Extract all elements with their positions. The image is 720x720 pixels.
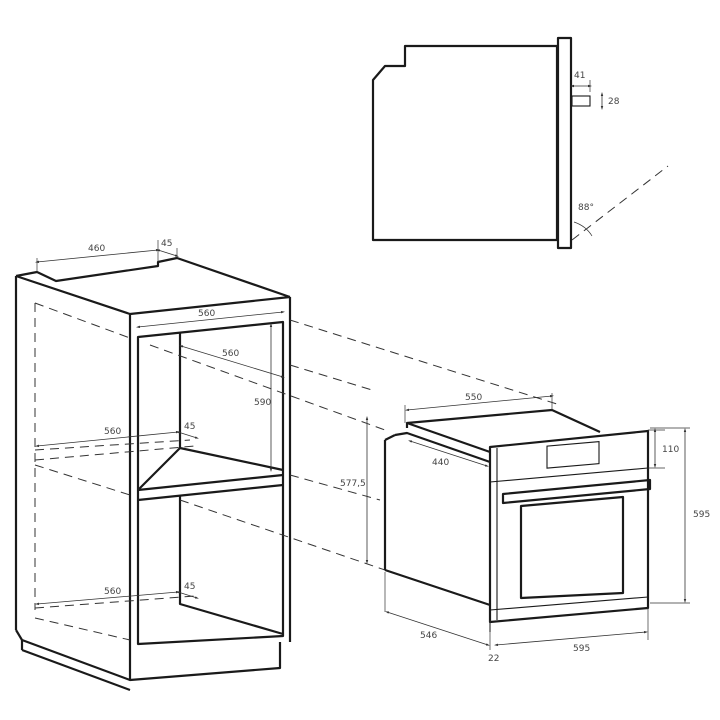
label-22: 22 — [488, 654, 499, 664]
label-560-mid: 560 — [104, 427, 121, 437]
label-45-bottom: 45 — [184, 582, 195, 592]
label-590: 590 — [254, 398, 271, 408]
label-546: 546 — [420, 631, 437, 641]
label-460: 460 — [88, 244, 105, 254]
label-595-width: 595 — [573, 644, 590, 654]
label-577-5: 577,5 — [340, 479, 366, 489]
projection-lines — [149, 319, 561, 571]
label-440: 440 — [432, 458, 449, 468]
label-560-bottom: 560 — [104, 587, 121, 597]
label-560-width: 560 — [198, 309, 215, 319]
label-41: 41 — [574, 71, 585, 81]
label-560-depth: 560 — [222, 349, 239, 359]
side-view: 41 28 88° — [371, 36, 669, 250]
label-110: 110 — [662, 445, 679, 455]
label-45-top: 45 — [161, 239, 172, 249]
cabinet: 460 45 560 560 590 560 45 560 45 — [14, 239, 292, 692]
label-550: 550 — [465, 393, 482, 403]
label-595-height: 595 — [693, 510, 710, 520]
label-28: 28 — [608, 97, 620, 107]
label-88-deg: 88° — [578, 203, 594, 213]
label-45-mid: 45 — [184, 422, 195, 432]
oven: 550 440 577,5 110 595 546 22 595 — [340, 393, 710, 664]
